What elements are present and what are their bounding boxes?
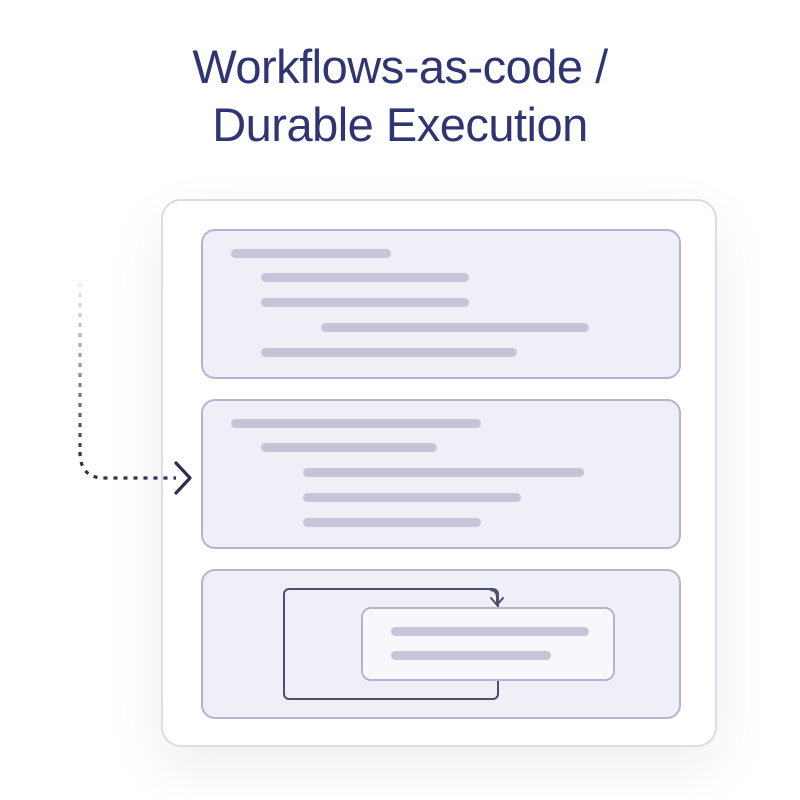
step-panel-2 (201, 399, 681, 549)
loop-body-panel (361, 607, 615, 681)
code-line (231, 419, 481, 428)
title-line-1: Workflows-as-code / (192, 40, 608, 93)
code-line (261, 273, 469, 282)
workflow-card (161, 199, 717, 747)
code-line (261, 443, 437, 452)
page-title: Workflows-as-code / Durable Execution (0, 38, 800, 154)
loop-arrow-icon (489, 589, 504, 606)
code-line (261, 348, 517, 357)
dotted-right-arrow-icon (78, 283, 192, 495)
code-line (391, 627, 589, 636)
step-panel-3 (201, 569, 681, 719)
code-line (231, 249, 391, 258)
code-line (303, 493, 521, 502)
code-line (303, 518, 481, 527)
title-line-2: Durable Execution (212, 98, 588, 151)
code-line (391, 651, 551, 660)
code-line (261, 298, 469, 307)
code-line (321, 323, 589, 332)
code-line (303, 468, 584, 477)
step-panel-1 (201, 229, 681, 379)
